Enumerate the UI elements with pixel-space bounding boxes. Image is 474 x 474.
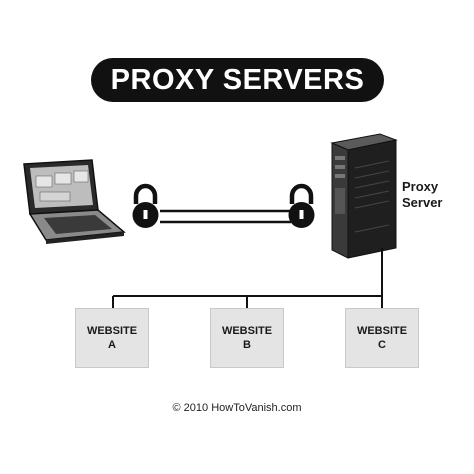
padlock-icon-left [132,183,159,228]
website-c-line2: C [378,339,386,351]
website-b-line1: WEBSITE [221,325,273,337]
website-a-line1: WEBSITE [86,325,138,337]
secure-connection-lines [160,209,291,224]
website-c-box: WEBSITE C [345,308,419,368]
proxy-server-label-line2: Server [402,195,443,210]
website-a-line2: A [108,339,116,351]
server-tower-icon [330,133,398,259]
website-b-line2: B [243,339,251,351]
network-lines [112,248,383,308]
website-a-box: WEBSITE A [75,308,149,368]
proxy-server-label: Proxy Server [402,179,452,211]
website-c-line1: WEBSITE [356,325,408,337]
copyright-notice: © 2010 HowToVanish.com [172,402,302,414]
padlock-icon-right [288,183,315,228]
website-b-box: WEBSITE B [210,308,284,368]
diagram-title: PROXY SERVERS [91,58,384,102]
laptop-icon [23,159,126,244]
proxy-server-label-line1: Proxy [402,179,439,194]
